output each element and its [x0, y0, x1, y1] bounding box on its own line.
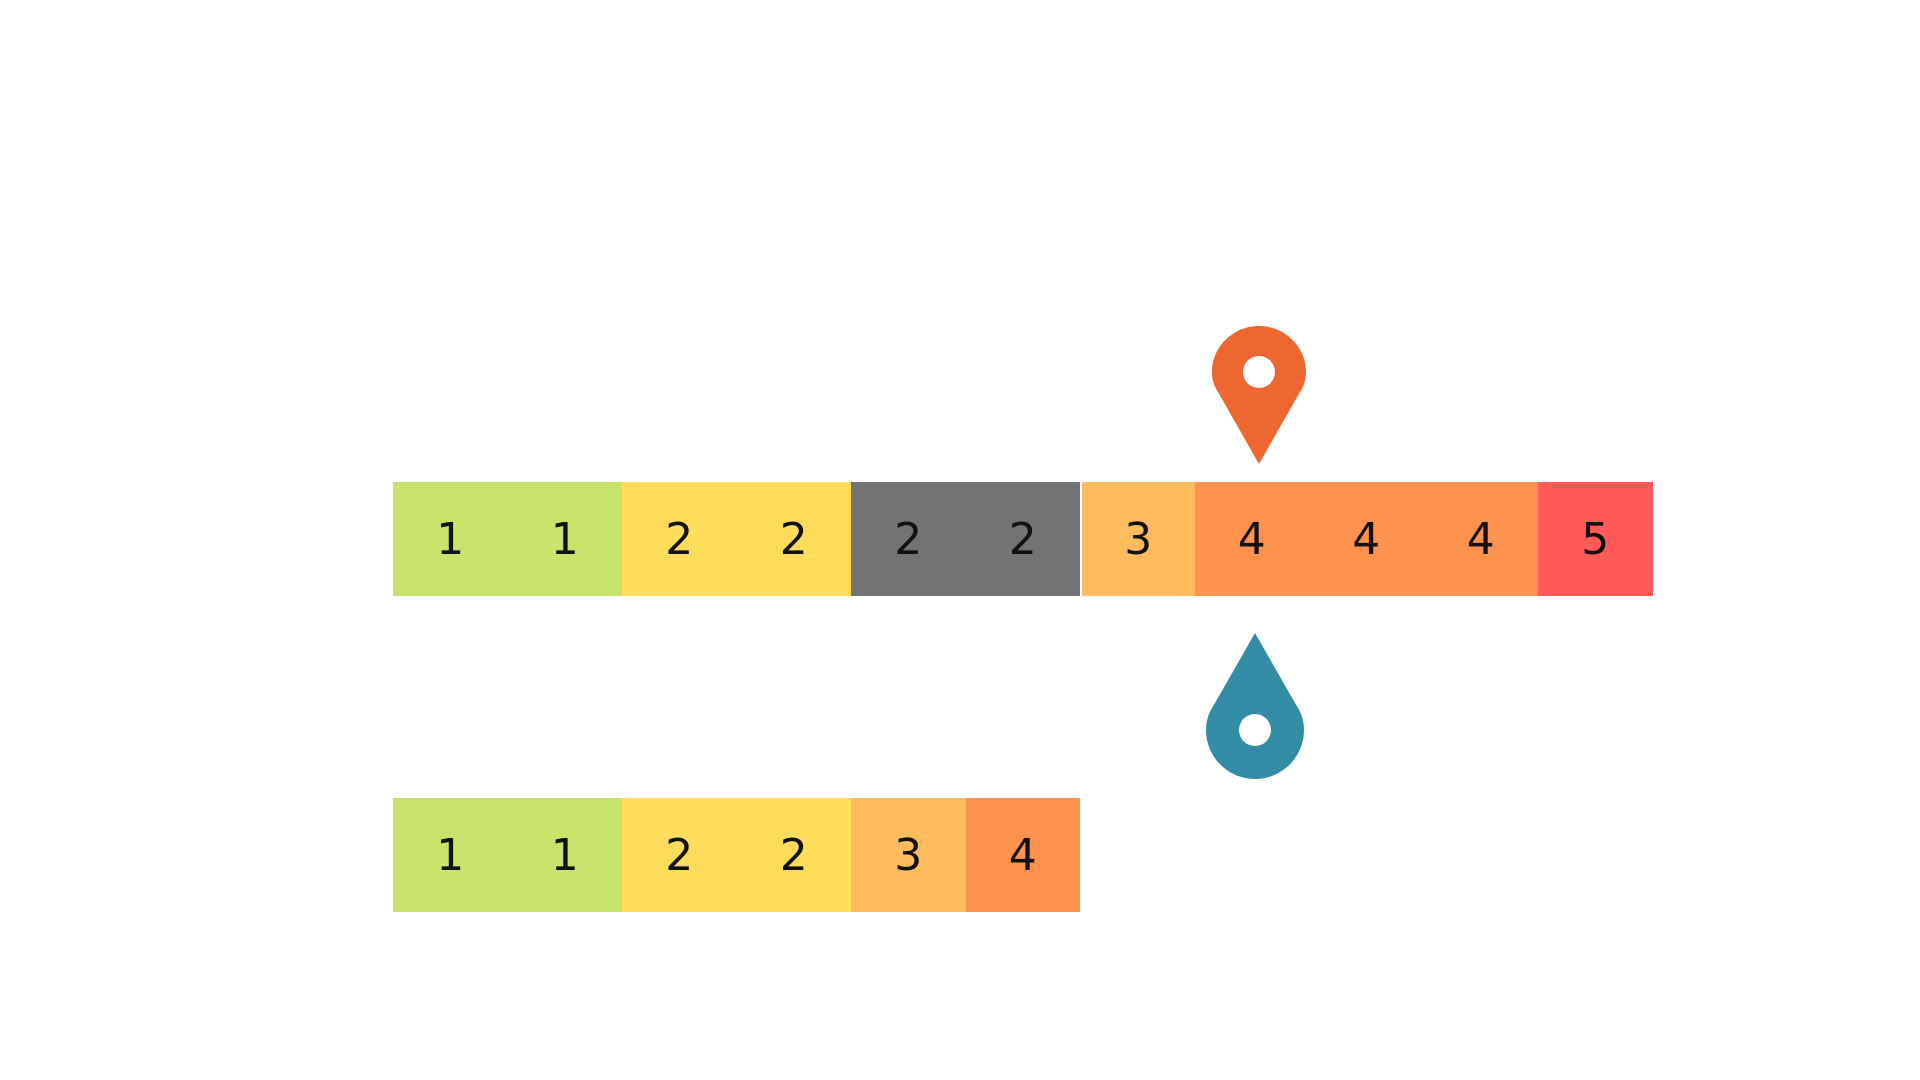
top-cell: 2 [965, 482, 1080, 596]
top-cell: 5 [1538, 482, 1653, 596]
bottom-cell-label: 1 [436, 829, 465, 881]
top-cell: 2 [622, 482, 737, 596]
top-cell: 1 [507, 482, 622, 596]
top-cell-label: 2 [779, 513, 808, 565]
top-cell-label: 2 [894, 513, 923, 565]
bottom-cell-label: 1 [550, 829, 579, 881]
top-cell-label: 4 [1352, 513, 1381, 565]
top-cell-label: 2 [665, 513, 694, 565]
top-cell-label: 3 [1124, 513, 1153, 565]
bottom-cell: 2 [622, 798, 737, 912]
top-cell-label: 4 [1237, 513, 1266, 565]
top-cell-label: 2 [1008, 513, 1037, 565]
bottom-cell: 2 [736, 798, 851, 912]
map-pin-inverted-icon [1206, 633, 1304, 779]
top-cell: 2 [736, 482, 851, 596]
top-cell-label: 5 [1581, 513, 1610, 565]
top-cell: 2 [851, 482, 966, 596]
bottom-cell-label: 3 [894, 829, 923, 881]
top-cell: 3 [1080, 482, 1195, 596]
top-cell: 1 [393, 482, 508, 596]
top-cell: 4 [1194, 482, 1309, 596]
top-cell: 4 [1423, 482, 1538, 596]
top-cell-label: 4 [1466, 513, 1495, 565]
top-cell-label: 1 [436, 513, 465, 565]
top-sequence-row: 1 1 2 2 2 2 3 4 4 4 5 [393, 482, 1653, 596]
bottom-cell-label: 2 [779, 829, 808, 881]
bottom-cell: 4 [965, 798, 1080, 912]
bottom-cell: 3 [851, 798, 966, 912]
bottom-cell: 1 [393, 798, 508, 912]
map-pin-icon [1212, 326, 1306, 464]
bottom-cell: 1 [507, 798, 622, 912]
bottom-cell-label: 2 [665, 829, 694, 881]
bottom-sequence-row: 1 1 2 2 3 4 [393, 798, 1080, 912]
bottom-cell-label: 4 [1008, 829, 1037, 881]
top-cell: 4 [1309, 482, 1424, 596]
top-cell-label: 1 [550, 513, 579, 565]
